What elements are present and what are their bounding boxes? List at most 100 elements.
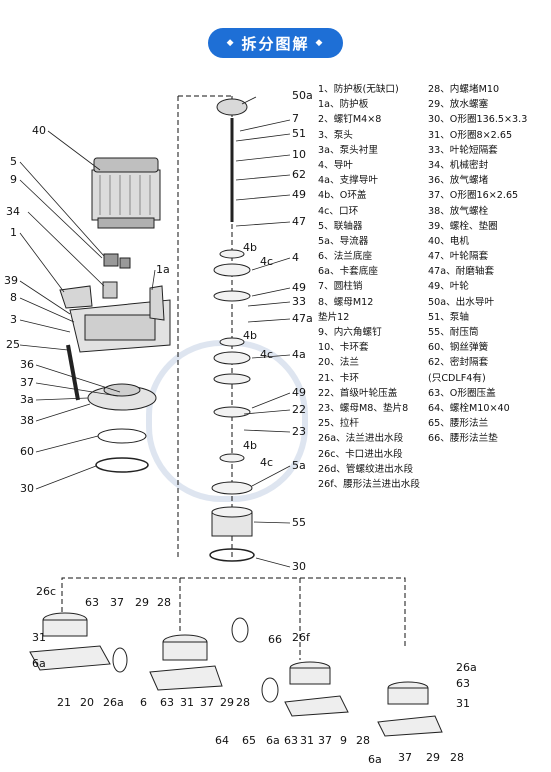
legend-entry: 10、卡环套 (318, 342, 369, 354)
callout-9: 9 (10, 173, 17, 186)
diffuser-4 (213, 263, 251, 277)
legend-entry: 49、叶轮 (428, 281, 469, 293)
callout-29-a: 29 (135, 596, 149, 609)
legend-entry: 63、O形圈压盖 (428, 387, 496, 399)
callout-9-b: 9 (340, 734, 347, 747)
callout-26a-1: 26a (103, 696, 124, 709)
callout-20: 20 (80, 696, 94, 709)
callout-30-left: 30 (20, 482, 34, 495)
motor-40 (91, 157, 161, 229)
callout-25: 25 (6, 338, 20, 351)
legend-entry: 64、螺栓M10×40 (428, 402, 510, 414)
callout-31-c: 31 (300, 734, 314, 747)
callout-28-a: 28 (157, 596, 171, 609)
legend-entry: 26a、法兰进出水段 (318, 433, 404, 445)
legend-entry: 39、螺栓、垫圈 (428, 220, 498, 232)
callout-37: 37 (20, 376, 34, 389)
callout-26c: 26c (36, 585, 57, 598)
legend-entry: 3a、泵头衬里 (318, 144, 378, 156)
legend-entry: 28、内螺堵M10 (428, 84, 500, 95)
legend-entry: 26f、腰形法兰进出水段 (318, 478, 420, 490)
legend-entry: (只CDLF4有) (428, 372, 486, 384)
callout-6a-2: 6a (266, 734, 280, 747)
callout-51: 51 (292, 127, 306, 140)
legend-entry: 26c、卡口进出水段 (318, 448, 403, 460)
coupling-5 (103, 253, 119, 267)
legend-entry: 37、O形圈16×2.65 (428, 190, 519, 202)
callout-10: 10 (292, 148, 306, 161)
legend-entry: 22、首级叶轮压盖 (318, 387, 398, 399)
legend-entry: 23、螺母M8、垫片8 (318, 402, 409, 414)
diamond-icon: ◆ (226, 38, 236, 48)
oval-flange-65 (261, 677, 279, 703)
callout-40: 40 (32, 124, 46, 137)
diamond-icon: ◆ (315, 38, 325, 48)
callout-26f: 26f (292, 631, 310, 644)
callout-26a-2: 26a (456, 661, 477, 674)
callout-47a: 47a (292, 312, 313, 325)
callout-5a: 5a (292, 459, 306, 472)
callout-21: 21 (57, 696, 71, 709)
legend-entry: 34、机械密封 (428, 159, 489, 171)
legend-entry: 4a、支撑导叶 (318, 175, 378, 187)
callout-33: 33 (292, 295, 306, 308)
callout-4b-1: 4b (243, 241, 257, 254)
callout-49b: 49 (292, 281, 306, 294)
legend-entry: 36、放气螺堵 (428, 175, 489, 187)
callout-4: 4 (292, 251, 299, 264)
flange-base-6 (149, 665, 223, 691)
spring-60 (97, 428, 147, 444)
legend-entry: 4c、口环 (318, 205, 359, 217)
legend-entry: 垫片12 (318, 311, 350, 323)
legend-entry: 5a、导流器 (318, 235, 369, 247)
callout-64: 64 (215, 734, 229, 747)
callout-63-d: 63 (456, 677, 470, 690)
guard-plate-1a (149, 285, 165, 321)
base-6a-1 (29, 645, 111, 671)
callout-3: 3 (10, 313, 17, 326)
legend-entry: 7、圆柱销 (318, 281, 363, 293)
legend-entry: 25、拉杆 (318, 418, 359, 430)
legend-entry: 65、腰形法兰 (428, 418, 489, 430)
callout-31-a: 31 (32, 631, 46, 644)
diffuser-4a (213, 351, 251, 365)
legend-entry: 33、叶轮短隔套 (428, 144, 498, 156)
callout-23: 23 (292, 425, 306, 438)
legend-entry: 6a、卡套底座 (318, 266, 378, 278)
callout-4c-1: 4c (260, 255, 274, 268)
callout-6a-1: 6a (32, 657, 46, 670)
legend-entry: 47、叶轮隔套 (428, 251, 489, 263)
callout-60: 60 (20, 445, 34, 458)
legend-entry: 60、钢丝弹簧 (428, 342, 489, 354)
page-title: 拆分图解 (241, 34, 310, 53)
legend-entry: 1a、防护板 (318, 99, 369, 111)
callout-31-b: 31 (180, 696, 194, 709)
callout-4a: 4a (292, 348, 306, 361)
callout-8: 8 (10, 291, 17, 304)
title-banner: ◆ 拆分图解 ◆ (208, 28, 343, 58)
callout-63-c: 63 (284, 734, 298, 747)
callout-4b-3: 4b (243, 439, 257, 452)
callout-47: 47 (292, 215, 306, 228)
callout-37-d: 37 (398, 751, 412, 764)
legend-entry: 5、联轴器 (318, 220, 363, 232)
callout-28-c: 28 (356, 734, 370, 747)
legend-entry: 3、泵头 (318, 129, 353, 141)
legend-entry: 55、耐压筒 (428, 327, 479, 338)
flange-20 (112, 647, 128, 673)
callout-63-b: 63 (160, 696, 174, 709)
callout-65: 65 (242, 734, 256, 747)
coupling-half (119, 257, 131, 269)
mechanical-seal-34 (102, 281, 118, 299)
legend-entry: 47a、耐磨轴套 (428, 266, 495, 278)
legend-entry: 29、放水螺塞 (428, 99, 489, 111)
legend-entry: 50a、出水导叶 (428, 296, 495, 308)
callout-1a: 1a (156, 263, 170, 276)
guide-5a (211, 481, 253, 495)
legend-entry: 8、螺母M12 (318, 296, 374, 308)
o-ring-30-left (95, 457, 149, 473)
legend-entry: 20、法兰 (318, 357, 359, 369)
